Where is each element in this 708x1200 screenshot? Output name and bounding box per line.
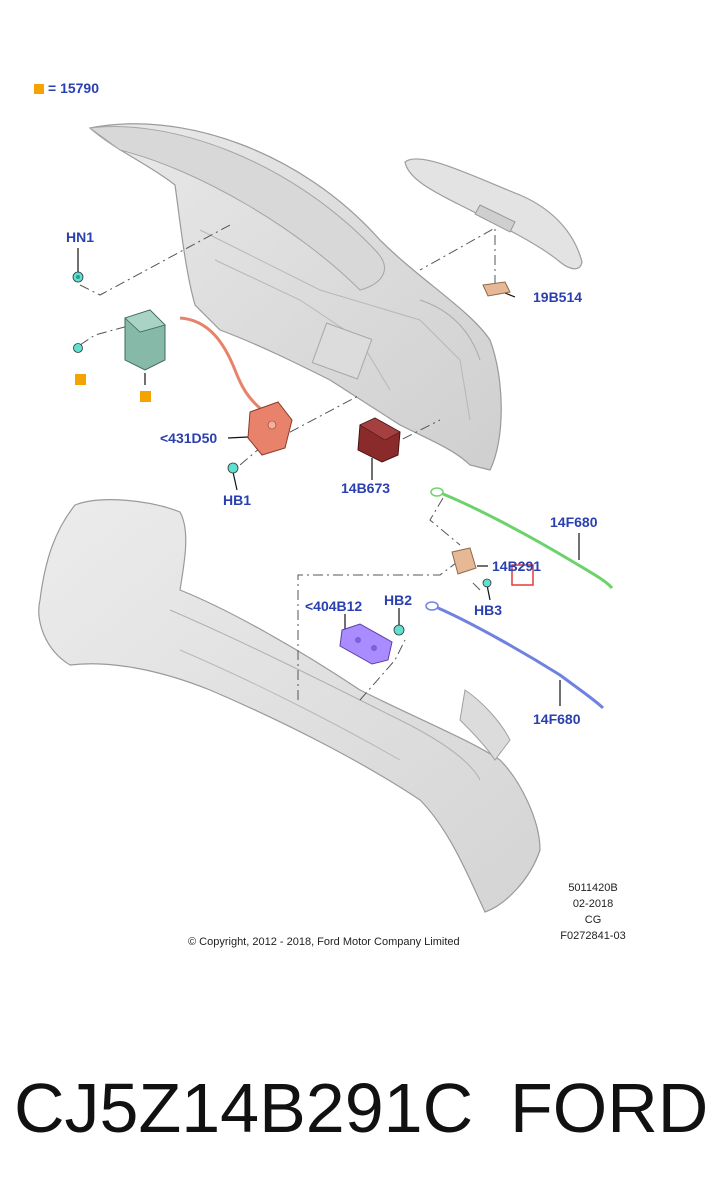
latch-actuator [124, 309, 166, 371]
hn1-fastener [72, 271, 84, 283]
drawing-metadata: 5011420B 02-2018 CG F0272841-03 [548, 880, 638, 944]
meta-line-1: 5011420B [568, 882, 618, 894]
callout-hb3: HB3 [474, 602, 503, 618]
callout-hb1: HB1 [223, 492, 252, 508]
switch-14b291 [451, 547, 477, 575]
callout-404b12: <404B12 [305, 598, 363, 614]
footer-caption: CJ5Z14B291C FORD [0, 1060, 708, 1160]
copyright-notice: © Copyright, 2012 - 2018, Ford Motor Com… [188, 936, 460, 948]
latch-cable [179, 316, 263, 412]
control-module [357, 417, 401, 463]
hb3-fastener [482, 578, 492, 588]
callout-hn1: HN1 [66, 229, 95, 245]
liftgate-panel [88, 123, 502, 471]
switch-404b12 [339, 623, 393, 665]
connector-19b514 [482, 281, 511, 297]
highlight-box [511, 564, 534, 586]
legend: = 15790 [34, 80, 99, 96]
callout-431d50: <431D50 [160, 430, 218, 446]
parts-diagram: = 15790 HN1 19B514 <431D50 HB1 14B673 14… [34, 80, 638, 948]
latch-assembly [247, 401, 293, 456]
garnish-panel [404, 158, 583, 270]
meta-line-3: CG [584, 914, 602, 926]
meta-line-4: F0272841-03 [560, 930, 626, 942]
meta-line-2: 02-2018 [572, 898, 614, 910]
callout-19b514: 19B514 [533, 289, 583, 305]
pointer-lines [77, 248, 580, 706]
hb2-fastener [393, 624, 405, 636]
leader-lines [79, 224, 496, 701]
callout-14b291: 14B291 [492, 558, 542, 574]
callout-14f680-top: 14F680 [550, 514, 598, 530]
legend-marker-left [75, 374, 86, 385]
actuator-fastener [73, 343, 83, 353]
part-number: CJ5Z14B291C [14, 1069, 474, 1147]
legend-marker-right [140, 391, 151, 402]
legend-label: = 15790 [48, 80, 99, 96]
cable-blue [425, 601, 605, 710]
legend-swatch [34, 84, 44, 95]
brand-name: FORD [510, 1069, 708, 1147]
hb1-fastener [227, 462, 239, 474]
callout-hb2: HB2 [384, 592, 413, 608]
callout-14f680-bottom: 14F680 [533, 711, 581, 727]
cable-green [430, 487, 614, 590]
callout-14b673: 14B673 [341, 480, 391, 496]
diagram-drawing [38, 123, 614, 913]
rear-bumper [38, 499, 541, 913]
